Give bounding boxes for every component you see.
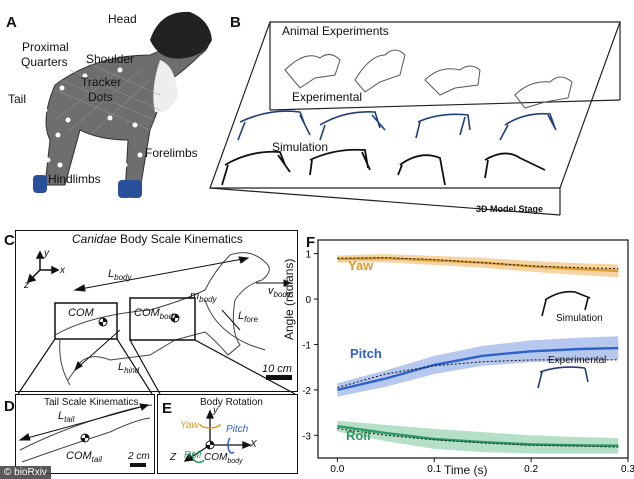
panel-e-frame (157, 394, 298, 474)
label-shoulder: Shoulder (86, 52, 135, 66)
label-quarters: Quarters (21, 55, 68, 69)
stage-label: 3D Model Stage (476, 204, 544, 214)
label-tail: Tail (8, 92, 27, 106)
y-tick-label: 1 (305, 250, 311, 261)
l-body-label: Lbody (108, 268, 131, 282)
e-axis-y: y (213, 405, 218, 416)
experimental-yaw (337, 257, 619, 270)
panel-d-letter: D (4, 398, 15, 415)
axis-x-label: x (60, 265, 65, 276)
biorxiv-footer: © bioRxiv (0, 466, 51, 479)
com-body-sub: body (159, 312, 178, 322)
com-label: COM (68, 307, 94, 319)
axis-y-label: y (44, 248, 49, 259)
e-axis-z: Z (170, 452, 177, 463)
l-tail-sub: tail (64, 415, 75, 425)
label-proximal: Proximal (22, 40, 69, 54)
com-body-label: COMbody (134, 307, 177, 321)
l-fore-sub: fore (244, 315, 258, 325)
panel-a-letter: A (6, 14, 17, 31)
panel-e-title: Body Rotation (200, 397, 263, 408)
m-body-sub: body (199, 295, 217, 305)
label-tracker: Tracker (81, 75, 122, 89)
l-tail-main: L (58, 410, 65, 422)
y-axis-title: Angle (radians) (282, 258, 296, 340)
series-label-yaw: Yaw (348, 258, 374, 273)
e-axis-x: X (250, 439, 257, 450)
panel-c-title-rest: Body Scale Kinematics (116, 232, 243, 246)
label-forelimbs: Forelimbs (145, 146, 198, 160)
x-tick-label: 0.3 (621, 464, 634, 475)
l-hind-sub: hind (124, 366, 140, 376)
label-dots: Dots (88, 90, 113, 104)
panel-c-title: Canidae Body Scale Kinematics (72, 232, 243, 246)
x-tick-label: 0.1 (427, 464, 441, 475)
com-tail-sub: tail (91, 455, 102, 465)
panel-b-letter: B (230, 14, 241, 31)
series-label-pitch: Pitch (350, 346, 382, 361)
panel-e-letter: E (162, 400, 173, 417)
row-label-simulation: Simulation (272, 140, 329, 154)
e-com-body-label: COMbody (204, 452, 243, 465)
l-fore-main: L (238, 310, 245, 322)
y-tick-label: 0 (305, 295, 311, 306)
m-body-main: m (190, 290, 200, 302)
axis-z-label: z (24, 280, 29, 291)
l-hind-label: Lhind (118, 361, 139, 375)
legend-experimental: Experimental (548, 355, 607, 366)
row-label-animal-experiments: Animal Experiments (282, 24, 389, 38)
com-tail-label: COMtail (66, 450, 102, 464)
v-body-main: v (268, 285, 274, 297)
label-hindlimbs: Hindlimbs (48, 172, 101, 186)
e-com-body-sub: body (227, 458, 243, 465)
l-tail-label: Ltail (58, 410, 74, 424)
experimental-roll (337, 427, 619, 448)
panel-f-letter: F (306, 234, 316, 251)
panel-c-frame (15, 230, 298, 392)
series-label-roll: Roll (346, 428, 371, 443)
y-tick-label: -2 (302, 386, 311, 397)
plot-frame (317, 239, 629, 459)
com-tail-main: COM (66, 450, 92, 462)
label-head: Head (108, 12, 137, 26)
line-roll (337, 425, 619, 447)
y-tick-label: -1 (302, 340, 311, 351)
e-pitch-label: Pitch (226, 424, 249, 435)
scale-2cm: 2 cm (128, 451, 150, 462)
v-body-sub: body (273, 290, 291, 300)
panel-c-letter: C (4, 232, 15, 249)
l-body-sub: body (114, 273, 132, 283)
panel-d-title: Tail Scale Kinematics (44, 397, 139, 408)
l-body-main: L (108, 268, 115, 280)
v-body-label: vbody (268, 285, 291, 299)
panel-d-frame (15, 394, 155, 474)
com-body-main: COM (134, 307, 160, 319)
e-roll-label: Roll (184, 450, 202, 461)
l-fore-label: Lfore (238, 310, 258, 324)
m-body-label: mbody (190, 290, 217, 304)
row-label-experimental: Experimental (292, 90, 363, 104)
y-tick-label: -3 (302, 431, 311, 442)
experimental-pitch (337, 359, 619, 389)
x-axis-title: Time (s) (444, 463, 488, 477)
l-hind-main: L (118, 361, 125, 373)
e-com-body-main: COM (204, 452, 228, 463)
x-tick-label: 0.0 (330, 464, 344, 475)
legend-simulation: Simulation (556, 313, 603, 324)
x-tick-label: 0.2 (524, 464, 538, 475)
line-pitch (337, 346, 619, 392)
scale-10cm: 10 cm (262, 363, 292, 375)
e-yaw-label: Yaw (180, 420, 199, 431)
panel-c-title-italic: Canidae (72, 232, 117, 246)
